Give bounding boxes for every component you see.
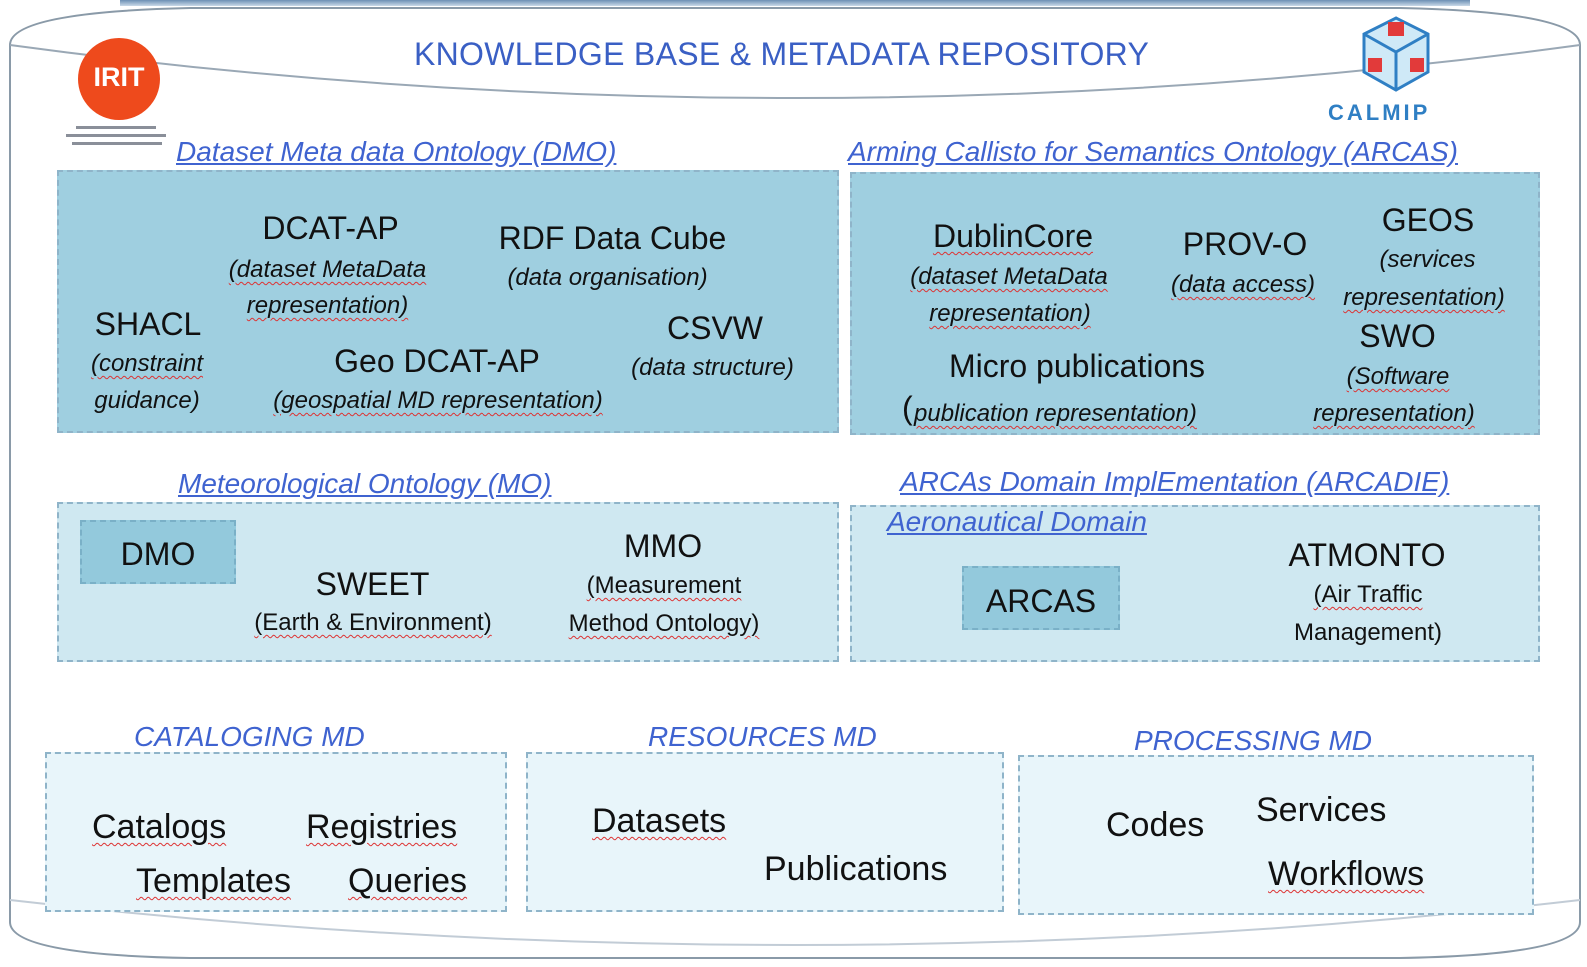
aeronautical-domain-label: Aeronautical Domain bbox=[887, 506, 1147, 537]
arcas-box bbox=[850, 172, 1540, 435]
mo-dmo-term: DMO bbox=[120, 536, 196, 572]
irit-logo-caption bbox=[66, 126, 166, 145]
swo-term: SWO bbox=[1359, 318, 1436, 354]
workflows-item: Workflows bbox=[1268, 855, 1425, 893]
micro-publications-desc: publication representation) bbox=[914, 400, 1197, 427]
processing-md-box bbox=[1018, 755, 1534, 915]
micro-publications-paren: ( bbox=[902, 390, 913, 426]
arcadie-section-label: ARCAs Domain ImplEmentation (ARCADIE) bbox=[900, 466, 1450, 497]
geos-desc-1: (services bbox=[1379, 246, 1476, 273]
templates-item: Templates bbox=[136, 862, 291, 900]
atmonto-term: ATMONTO bbox=[1288, 537, 1446, 573]
arcadie-arcas-box: ARCAS bbox=[962, 566, 1120, 630]
irit-logo-text: IRIT bbox=[93, 62, 145, 92]
shacl-desc-2: guidance) bbox=[94, 387, 200, 414]
codes-item: Codes bbox=[1106, 806, 1205, 844]
calmip-cube-icon bbox=[1362, 16, 1430, 92]
rdf-data-cube-term: RDF Data Cube bbox=[498, 220, 727, 256]
arcadie-arcas-term: ARCAS bbox=[985, 583, 1097, 619]
swo-desc-1: (Software bbox=[1346, 363, 1450, 390]
cataloging-md-box bbox=[45, 752, 507, 912]
prov-o-term: PROV-O bbox=[1182, 226, 1308, 262]
micro-publications-term: Micro publications bbox=[948, 348, 1206, 384]
geos-desc-2: representation) bbox=[1343, 284, 1505, 311]
queries-item: Queries bbox=[348, 862, 468, 900]
rdf-data-cube-desc: (data organisation) bbox=[507, 264, 708, 291]
shacl-term: SHACL bbox=[94, 306, 202, 342]
atmonto-desc-1: (Air Traffic bbox=[1313, 581, 1423, 608]
resources-md-box bbox=[526, 752, 1004, 912]
cataloging-md-label: CATALOGING MD bbox=[134, 721, 365, 752]
sweet-term: SWEET bbox=[315, 566, 430, 602]
sweet-desc: (Earth & Environment) bbox=[254, 609, 492, 636]
arcas-section-label: Arming Callisto for Semantics Ontology (… bbox=[848, 136, 1458, 167]
geo-dcat-ap-desc: (geospatial MD representation) bbox=[273, 387, 603, 414]
dmo-section-label: Dataset Meta data Ontology (DMO) bbox=[176, 136, 617, 167]
dcat-ap-term: DCAT-AP bbox=[262, 210, 399, 246]
csvw-desc: (data structure) bbox=[631, 354, 794, 381]
publications-item: Publications bbox=[764, 850, 948, 888]
swo-desc-2: representation) bbox=[1313, 400, 1475, 427]
calmip-logo-text: CALMIP bbox=[1328, 100, 1431, 125]
dublincore-term: DublinCore bbox=[932, 218, 1094, 254]
mo-section-label: Meteorological Ontology (MO) bbox=[178, 468, 552, 499]
processing-md-label: PROCESSING MD bbox=[1134, 725, 1373, 756]
arcadie-box bbox=[850, 505, 1540, 662]
registries-item: Registries bbox=[306, 808, 458, 846]
mmo-term: MMO bbox=[623, 528, 703, 564]
mmo-desc-2: Method Ontology) bbox=[568, 610, 760, 637]
csvw-term: CSVW bbox=[667, 310, 763, 346]
prov-o-desc: (data access) bbox=[1170, 271, 1316, 298]
dublincore-desc-1: (dataset MetaData bbox=[910, 263, 1108, 290]
irit-logo: IRIT bbox=[78, 38, 160, 120]
dmo-box bbox=[57, 170, 839, 433]
atmonto-desc-2: Management) bbox=[1293, 619, 1443, 646]
mmo-desc-1: (Measurement bbox=[586, 572, 742, 599]
dcat-ap-desc-2: representation) bbox=[246, 292, 409, 319]
resources-md-label: RESOURCES MD bbox=[648, 721, 877, 752]
dublincore-desc-2: representation) bbox=[929, 300, 1091, 327]
services-item: Services bbox=[1256, 791, 1387, 829]
dcat-ap-desc-1: (dataset MetaData bbox=[228, 256, 427, 283]
catalogs-item: Catalogs bbox=[92, 808, 227, 846]
datasets-item: Datasets bbox=[592, 802, 727, 840]
page-title: KNOWLEDGE BASE & METADATA REPOSITORY bbox=[414, 36, 1150, 72]
mo-dmo-box: DMO bbox=[80, 520, 236, 584]
shacl-desc-1: (constraint bbox=[90, 350, 204, 377]
geos-term: GEOS bbox=[1381, 202, 1475, 238]
geo-dcat-ap-term: Geo DCAT-AP bbox=[334, 343, 540, 379]
